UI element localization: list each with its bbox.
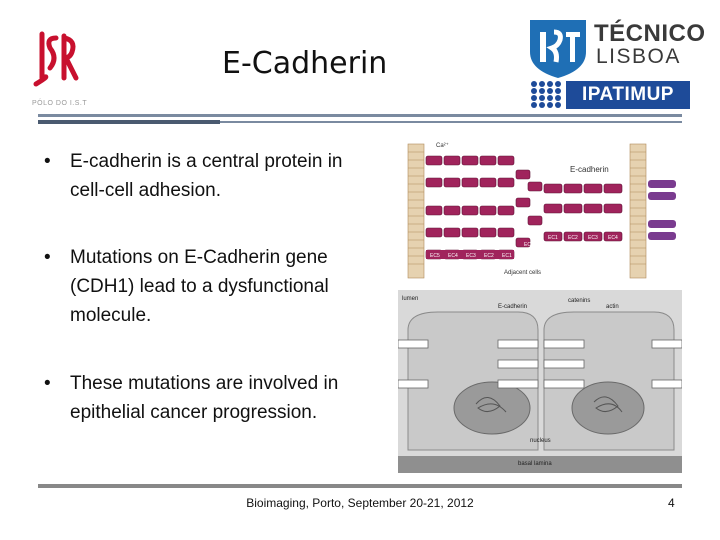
junction-connectors bbox=[398, 339, 682, 389]
ec-label: EC2 bbox=[568, 235, 578, 241]
ec-label: EC2 bbox=[484, 253, 494, 259]
ecadherin-label: E-cadherin bbox=[498, 304, 527, 310]
bullet-marker: • bbox=[44, 373, 51, 394]
lumen-label: lumen bbox=[402, 296, 418, 302]
header-rule-accent bbox=[38, 120, 220, 124]
ec-label: EC1 bbox=[502, 253, 512, 259]
tecnico-wordmark: TÉCNICO bbox=[594, 20, 706, 47]
bullet-item: • Mutations on E-Cadherin gene (CDH1) le… bbox=[44, 243, 374, 330]
ecadherin-label: E-cadherin bbox=[570, 165, 609, 174]
nucleus-label: nucleus bbox=[530, 438, 551, 444]
lisboa-wordmark: LISBOA bbox=[596, 45, 681, 68]
ec-label: EC5 bbox=[430, 253, 440, 259]
ec-label: EC5 bbox=[524, 242, 534, 248]
isr-logo bbox=[33, 31, 79, 87]
ec-label: EC3 bbox=[588, 235, 598, 241]
footer-text: Bioimaging, Porto, September 20-21, 2012 bbox=[246, 496, 474, 510]
ec-label: EC1 bbox=[548, 235, 558, 241]
ec-label-row-left bbox=[426, 250, 514, 259]
ecadherin-structure-diagram: Ca²⁺ E-cadherin Adjacent cells EC5 EC4 E… bbox=[404, 140, 684, 282]
footer-rule bbox=[38, 484, 682, 488]
bullet-text: Mutations on E-Cadherin gene (CDH1) lead… bbox=[70, 247, 329, 326]
epithelial-cells-diagram: lumen E-cadherin catenins actin nucleus … bbox=[398, 290, 682, 473]
ca-label: Ca²⁺ bbox=[436, 142, 449, 149]
ipatimup-dots-icon bbox=[531, 81, 561, 108]
ec-label: EC4 bbox=[448, 253, 458, 259]
left-membrane bbox=[407, 143, 425, 279]
bullet-text: E-cadherin is a central protein in cell-… bbox=[70, 151, 343, 201]
catenins-label: catenins bbox=[568, 298, 590, 304]
actin-label: actin bbox=[606, 304, 619, 310]
bullet-marker: • bbox=[44, 247, 51, 268]
right-membrane bbox=[629, 143, 647, 279]
header-rule-top bbox=[38, 114, 682, 117]
header-rule-bottom bbox=[220, 121, 682, 123]
bullet-marker: • bbox=[44, 151, 51, 172]
cytoplasmic-tails bbox=[648, 180, 676, 240]
ipatimup-logo: IPATIMUP bbox=[566, 81, 690, 109]
basal-lamina-label: basal lamina bbox=[518, 461, 552, 467]
cadherin-chains-right bbox=[515, 169, 623, 248]
ec-label: EC4 bbox=[608, 235, 618, 241]
page-number: 4 bbox=[668, 496, 675, 510]
basal-lamina bbox=[398, 456, 682, 473]
ist-logo bbox=[530, 20, 586, 78]
ec-label: EC3 bbox=[466, 253, 476, 259]
bullet-item: • These mutations are involved in epithe… bbox=[44, 369, 374, 427]
adjacent-cells-label: Adjacent cells bbox=[504, 270, 541, 276]
isr-subtitle: PÓLO DO I.S.T bbox=[32, 100, 88, 107]
bullet-text: These mutations are involved in epitheli… bbox=[70, 373, 339, 423]
bullet-item: • E-cadherin is a central protein in cel… bbox=[44, 147, 374, 205]
slide-title: E-Cadherin bbox=[222, 46, 388, 81]
